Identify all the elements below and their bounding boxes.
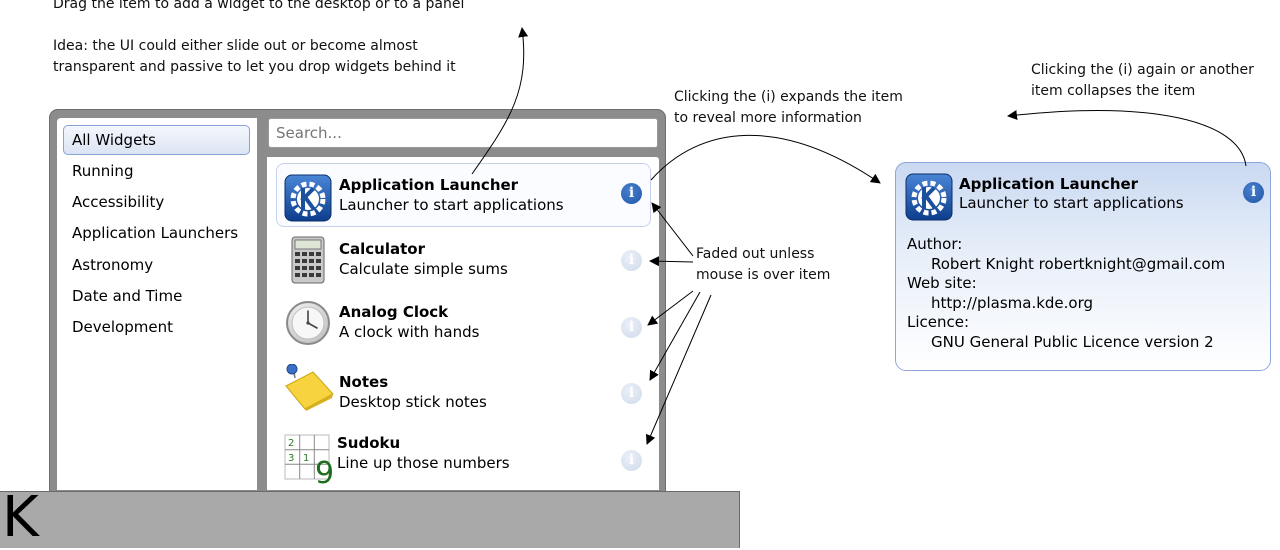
category-accessibility[interactable]: Accessibility: [72, 193, 165, 211]
faded-annotation: Faded out unless mouse is over item: [696, 244, 830, 286]
widget-title-sudoku: Sudoku: [337, 434, 401, 452]
expanded-item-card[interactable]: [895, 162, 1271, 371]
category-development[interactable]: Development: [72, 318, 173, 336]
sudoku-digit: 9: [315, 456, 334, 485]
info-icon[interactable]: i: [1243, 182, 1264, 203]
info-icon[interactable]: i: [621, 383, 642, 404]
detail-licence-label: Licence:: [907, 313, 970, 331]
idea-annotation: Idea: the UI could either slide out or b…: [53, 36, 456, 78]
kde-launcher-icon: [284, 174, 332, 222]
faded-line-2: mouse is over item: [696, 267, 831, 283]
expand-line-2: to reveal more information: [674, 110, 862, 126]
widget-desc-application-launcher: Launcher to start applications: [339, 196, 564, 214]
expand-arrow: [650, 134, 881, 184]
drag-annotation: Drag the item to add a widget to the des…: [53, 0, 464, 15]
category-selection-highlight: [63, 125, 250, 155]
sticky-note-icon: [285, 364, 334, 411]
sudoku-digit: 1: [303, 453, 309, 464]
calculator-icon: [291, 236, 325, 284]
widget-item-hover-highlight[interactable]: [276, 163, 651, 227]
info-icon[interactable]: i: [621, 250, 642, 271]
widget-desc-notes: Desktop stick notes: [339, 393, 487, 411]
detail-website-label: Web site:: [907, 274, 977, 292]
category-astronomy[interactable]: Astronomy: [72, 256, 154, 274]
widget-title-application-launcher: Application Launcher: [339, 176, 519, 194]
search-input[interactable]: [268, 118, 658, 148]
faded-line-1: Faded out unless: [696, 246, 815, 262]
category-date-and-time[interactable]: Date and Time: [72, 287, 183, 305]
expand-annotation: Clicking the (i) expands the item to rev…: [674, 87, 903, 129]
kde-menu-button[interactable]: K: [2, 485, 39, 550]
info-icon[interactable]: i: [621, 183, 642, 204]
widget-title-calculator: Calculator: [339, 240, 425, 258]
detail-author-value: Robert Knight robertknight@gmail.com: [931, 255, 1226, 273]
info-icon[interactable]: i: [621, 450, 642, 471]
idea-line-2: transparent and passive to let you drop …: [53, 59, 456, 75]
widget-title-analog-clock: Analog Clock: [339, 303, 449, 321]
category-running[interactable]: Running: [72, 162, 134, 180]
collapse-arrow: [1007, 110, 1247, 167]
kde-launcher-icon: [905, 173, 953, 221]
detail-description: Launcher to start applications: [959, 194, 1184, 212]
detail-author-label: Author:: [907, 235, 963, 253]
widget-desc-analog-clock: A clock with hands: [339, 323, 480, 341]
collapse-line-1: Clicking the (i) again or another: [1031, 62, 1254, 78]
detail-website-link[interactable]: http://plasma.kde.org: [931, 294, 1094, 312]
idea-line-1: Idea: the UI could either slide out or b…: [53, 38, 418, 54]
category-all-widgets[interactable]: All Widgets: [72, 131, 157, 149]
category-panel: [57, 118, 257, 490]
sudoku-icon: 2 3 1 9: [284, 434, 334, 485]
sudoku-digit: 2: [288, 438, 294, 449]
sudoku-digit: 3: [288, 453, 294, 464]
drag-note-text: Drag the item to add a widget to the des…: [53, 0, 465, 12]
expand-line-1: Clicking the (i) expands the item: [674, 89, 903, 105]
category-application-launchers[interactable]: Application Launchers: [72, 224, 239, 242]
widget-desc-calculator: Calculate simple sums: [339, 260, 508, 278]
collapse-line-2: item collapses the item: [1031, 83, 1196, 99]
widget-title-notes: Notes: [339, 373, 389, 391]
info-icon[interactable]: i: [621, 317, 642, 338]
collapse-annotation: Clicking the (i) again or another item c…: [1031, 60, 1254, 102]
widget-desc-sudoku: Line up those numbers: [337, 454, 510, 472]
clock-icon: [286, 301, 330, 345]
detail-title: Application Launcher: [959, 175, 1139, 193]
taskbar: [0, 491, 740, 548]
detail-licence-value: GNU General Public Licence version 2: [931, 333, 1214, 351]
